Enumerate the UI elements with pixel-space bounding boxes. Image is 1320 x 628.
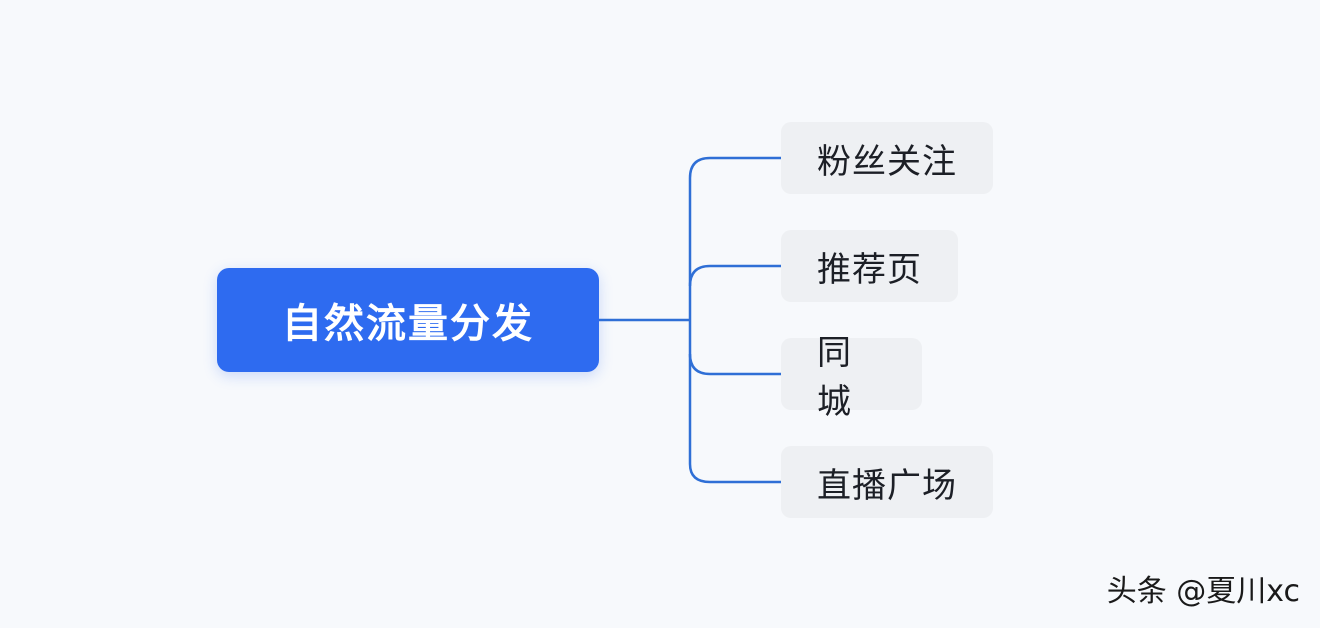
child-node-label: 直播广场 <box>817 465 957 506</box>
root-node-label: 自然流量分发 <box>282 301 534 347</box>
child-node-same-city[interactable]: 同城 <box>781 333 922 422</box>
child-node-live-plaza[interactable]: 直播广场 <box>781 446 993 518</box>
connector-child-2 <box>688 353 781 376</box>
watermark-text: 头条 @夏川xc <box>1106 574 1300 609</box>
connector-child-0 <box>688 156 781 179</box>
connector-child-1 <box>688 264 781 287</box>
child-node-fans-follow[interactable]: 粉丝关注 <box>781 122 993 194</box>
child-node-recommend-page[interactable]: 推荐页 <box>781 230 958 302</box>
connector-child-3 <box>688 463 781 484</box>
child-node-label: 同城 <box>817 333 852 422</box>
child-node-label: 粉丝关注 <box>817 141 957 182</box>
child-node-label: 推荐页 <box>817 249 922 290</box>
root-node[interactable]: 自然流量分发 <box>217 268 599 372</box>
